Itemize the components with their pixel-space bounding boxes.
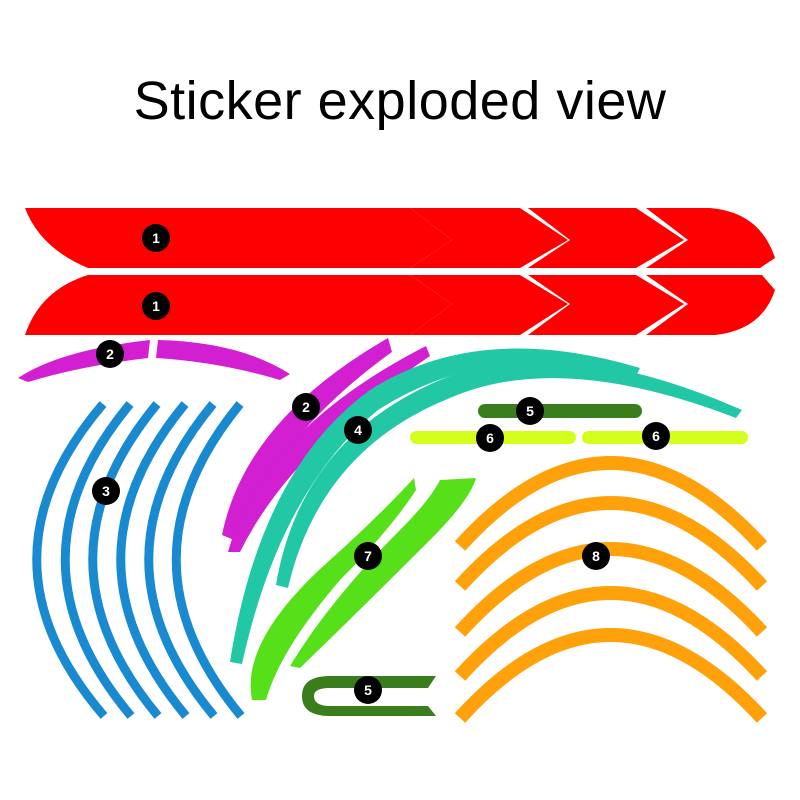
blue-arc-1 bbox=[32, 401, 108, 719]
orange-arc-2 bbox=[454, 496, 768, 591]
magenta-sweep-1 bbox=[222, 338, 392, 540]
dark-green-bar bbox=[478, 404, 642, 418]
svg-text:2: 2 bbox=[302, 399, 310, 415]
blue-arc-2 bbox=[60, 401, 135, 719]
badge-2-right: 2 bbox=[292, 393, 320, 421]
badge-5-bar: 5 bbox=[516, 397, 544, 425]
svg-text:1: 1 bbox=[152, 230, 160, 246]
blue-arc-5 bbox=[144, 401, 218, 719]
magenta-arc-left bbox=[18, 340, 150, 382]
red-strip-bottom-chevron-3 bbox=[646, 275, 775, 335]
teal-arc-outer bbox=[230, 348, 640, 664]
blue-arc-4 bbox=[116, 401, 190, 719]
badge-4: 4 bbox=[344, 416, 372, 444]
dark-green-hook bbox=[302, 676, 436, 716]
red-strip-bottom-chevron-1 bbox=[410, 275, 568, 335]
badge-1-top: 1 bbox=[142, 224, 170, 252]
orange-arc-5 bbox=[454, 628, 768, 723]
part-1-red-strips bbox=[25, 208, 775, 335]
badge-7: 7 bbox=[354, 542, 382, 570]
orange-arc-4 bbox=[454, 586, 768, 681]
orange-arc-3 bbox=[454, 542, 768, 637]
svg-text:4: 4 bbox=[354, 422, 362, 438]
magenta-sweep-2 bbox=[228, 346, 430, 552]
part-8-orange-arcs bbox=[454, 456, 768, 723]
page-title: Sticker exploded view bbox=[133, 71, 667, 131]
svg-text:8: 8 bbox=[592, 548, 600, 564]
badge-6-right: 6 bbox=[642, 422, 670, 450]
svg-text:2: 2 bbox=[106, 346, 114, 362]
badge-1-bottom: 1 bbox=[142, 292, 170, 320]
svg-text:7: 7 bbox=[364, 548, 372, 564]
badge-3: 3 bbox=[92, 477, 120, 505]
badge-5-hook: 5 bbox=[354, 676, 382, 704]
svg-text:3: 3 bbox=[102, 483, 110, 499]
green-blade-left bbox=[250, 478, 416, 700]
badge-2-left: 2 bbox=[96, 340, 124, 368]
orange-arc-1 bbox=[454, 456, 768, 551]
badge-8: 8 bbox=[582, 542, 610, 570]
green-blade-right bbox=[290, 478, 476, 668]
red-strip-top-long bbox=[25, 208, 452, 268]
red-strip-bottom-long bbox=[25, 275, 452, 335]
red-strip-top-chevron-2 bbox=[528, 208, 684, 268]
red-strip-top-chevron-3 bbox=[646, 208, 775, 268]
part-4-teal-arcs bbox=[230, 348, 742, 664]
part-7-green-blades bbox=[250, 478, 476, 700]
svg-text:6: 6 bbox=[486, 430, 494, 446]
blue-arc-6 bbox=[171, 401, 245, 719]
red-strip-bottom-chevron-2 bbox=[528, 275, 684, 335]
teal-arc-inner bbox=[276, 360, 742, 588]
part-3-blue-arcs bbox=[32, 401, 245, 719]
svg-text:6: 6 bbox=[652, 428, 660, 444]
blue-arc-3 bbox=[88, 401, 162, 719]
callout-badges: 1 1 2 2 3 4 5 5 bbox=[92, 224, 670, 704]
svg-text:1: 1 bbox=[152, 298, 160, 314]
part-6-lime-bars bbox=[410, 431, 748, 444]
red-strip-top-chevron-1 bbox=[410, 208, 568, 268]
magenta-arc-right bbox=[156, 340, 290, 380]
badge-6-left: 6 bbox=[476, 424, 504, 452]
svg-text:5: 5 bbox=[526, 403, 534, 419]
svg-text:5: 5 bbox=[364, 682, 372, 698]
